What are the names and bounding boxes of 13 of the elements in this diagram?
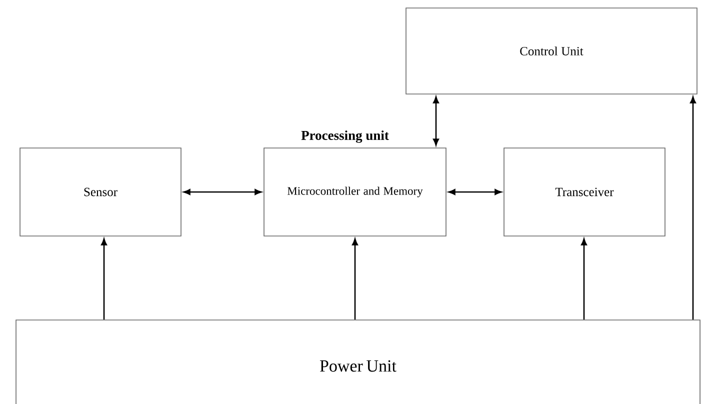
unit-box: Power Unit (16, 320, 700, 404)
arrow (183, 189, 262, 195)
arrow (581, 238, 587, 320)
arrow (448, 189, 502, 195)
arrow (433, 96, 439, 146)
unit-box: Control Unit (406, 8, 698, 94)
arrow (352, 238, 358, 320)
heading: Processing unit (301, 130, 389, 143)
unit-box: Sensor (20, 148, 182, 236)
unit-box: Microcontroller and Memory (264, 148, 446, 236)
arrow (101, 238, 107, 320)
arrow (690, 96, 696, 320)
unit-box: Transceiver (504, 148, 666, 236)
